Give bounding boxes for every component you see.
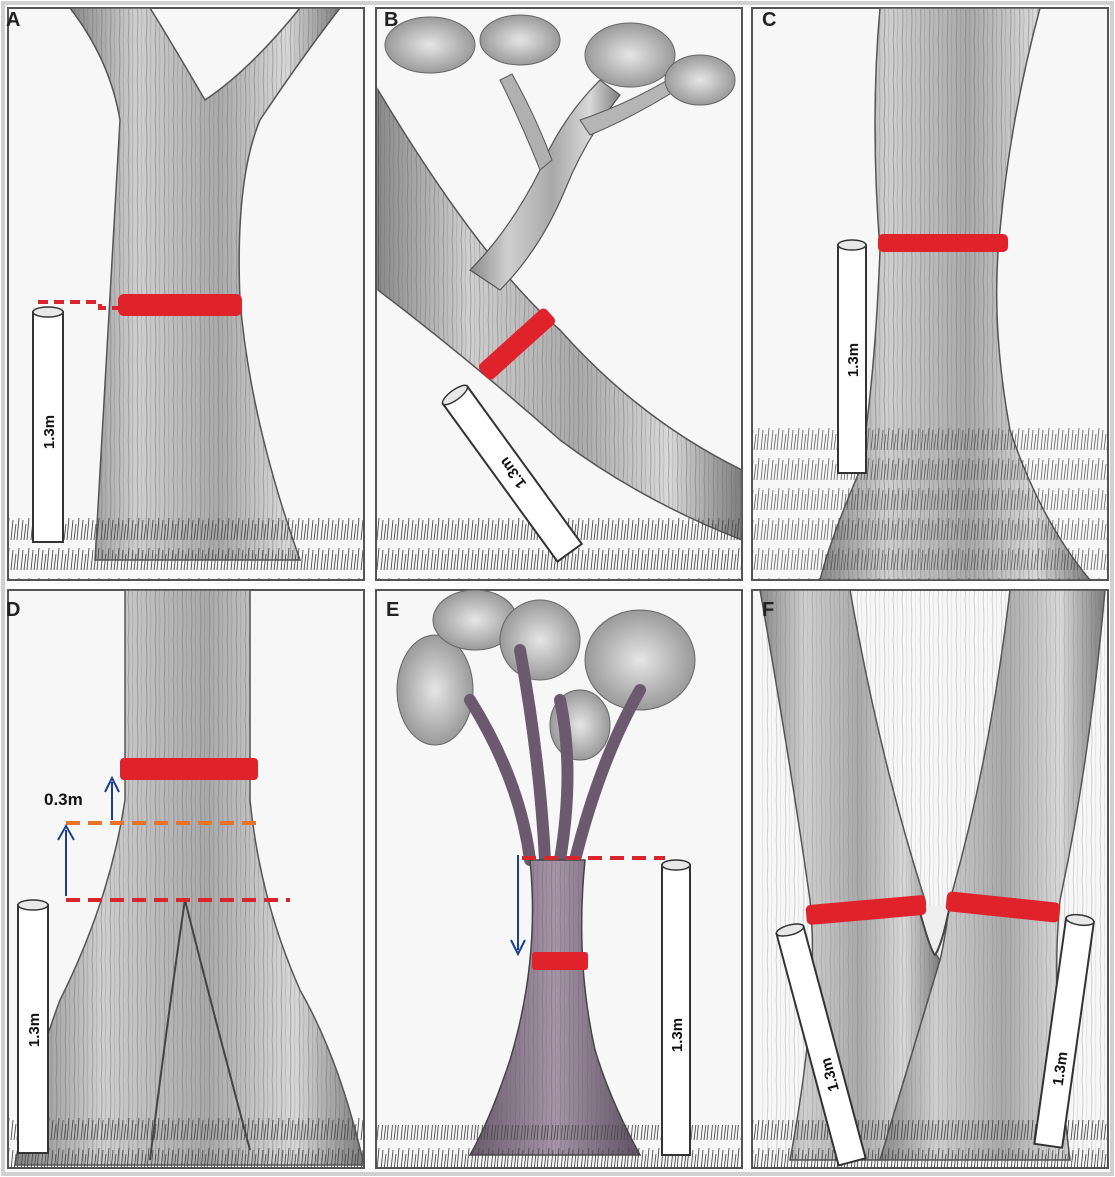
red-measurement-band xyxy=(878,234,1008,252)
measuring-pole: 1.3m xyxy=(33,307,63,542)
offset-label: 0.3m xyxy=(44,790,83,809)
panel-letter: E xyxy=(386,599,399,621)
measuring-pole: 1.3m xyxy=(662,860,690,1155)
measuring-pole: 1.3m xyxy=(838,240,866,473)
red-measurement-band xyxy=(120,758,258,780)
panel-letter: B xyxy=(384,9,398,31)
pole-label: 1.3m xyxy=(845,343,862,377)
panel-letter: D xyxy=(6,599,20,621)
pole-label: 1.3m xyxy=(41,415,58,449)
pole-label: 1.3m xyxy=(26,1013,43,1047)
pole-label: 1.3m xyxy=(669,1018,686,1052)
panel-b: B 1.3m xyxy=(376,8,742,580)
red-measurement-band xyxy=(532,952,588,970)
panel-letter: F xyxy=(762,599,774,621)
panel-e: E 1.3m xyxy=(376,590,742,1168)
panel-d: D 1.3m 0.3m xyxy=(6,590,364,1168)
panel-f: F 1.3m 1.3m xyxy=(752,590,1108,1168)
panel-c: C 1.3m xyxy=(752,8,1108,580)
panel-letter: A xyxy=(6,9,20,31)
red-measurement-band xyxy=(118,294,242,316)
panel-a: A 1.3m xyxy=(6,8,364,580)
panel-letter: C xyxy=(762,9,776,31)
measuring-pole: 1.3m xyxy=(18,900,48,1153)
